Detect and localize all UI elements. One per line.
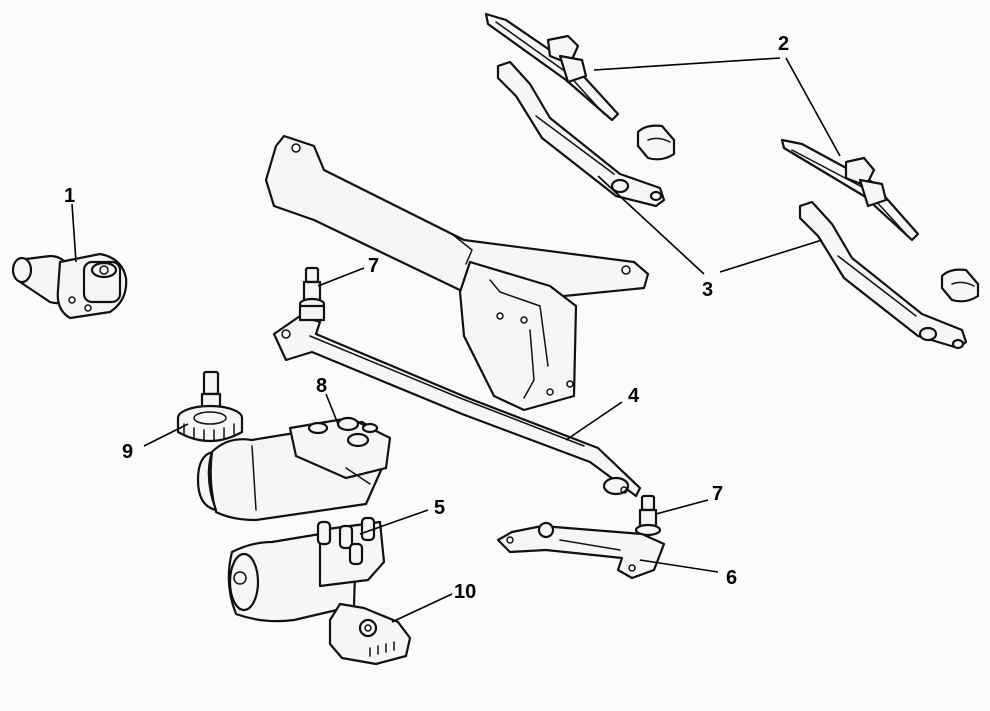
leader-1 <box>71 203 77 263</box>
wiper-blade-upper <box>484 12 620 122</box>
arm-nut-cap-lower <box>940 268 980 303</box>
callout-4: 4 <box>628 385 640 407</box>
callout-7-right: 7 <box>712 483 723 505</box>
callout-labels: 1 2 3 4 5 6 7 7 8 9 10 <box>64 33 789 603</box>
leader-2b <box>785 57 841 157</box>
drive-gear <box>176 370 244 442</box>
callout-3: 3 <box>702 279 713 301</box>
spindle-right <box>634 494 662 537</box>
callout-9: 9 <box>122 441 133 463</box>
wiper-arm-upper <box>496 60 666 208</box>
wiper-motor-alt <box>227 516 386 623</box>
arm-nut-cap-upper <box>636 124 676 161</box>
park-switch-cover <box>328 602 412 666</box>
wiper-motor <box>196 416 392 522</box>
wiper-blade-lower <box>780 138 920 242</box>
linkage-rod <box>272 314 642 498</box>
leader-3b <box>719 239 823 273</box>
leader-8 <box>325 393 339 425</box>
leader-5 <box>359 509 429 535</box>
spindle-left <box>298 266 326 322</box>
leader-lines <box>71 57 841 623</box>
wiper-arm-lower <box>798 200 968 350</box>
callout-7-left: 7 <box>368 255 379 277</box>
callout-8: 8 <box>316 375 327 397</box>
leader-4 <box>565 401 623 441</box>
leader-3a <box>597 175 705 275</box>
washer-pump <box>11 252 128 320</box>
leader-6 <box>639 559 719 573</box>
callout-5: 5 <box>434 497 445 519</box>
wiper-mounting-frame <box>264 134 650 412</box>
callout-6: 6 <box>726 567 737 589</box>
callout-1: 1 <box>64 185 75 207</box>
leader-10 <box>391 593 453 623</box>
leader-9 <box>143 423 189 447</box>
leader-7b <box>655 499 709 515</box>
leader-7a <box>317 267 365 287</box>
crank-link <box>496 521 666 580</box>
callout-2: 2 <box>778 33 789 55</box>
callout-10: 10 <box>454 581 476 603</box>
leader-2a <box>593 57 781 71</box>
